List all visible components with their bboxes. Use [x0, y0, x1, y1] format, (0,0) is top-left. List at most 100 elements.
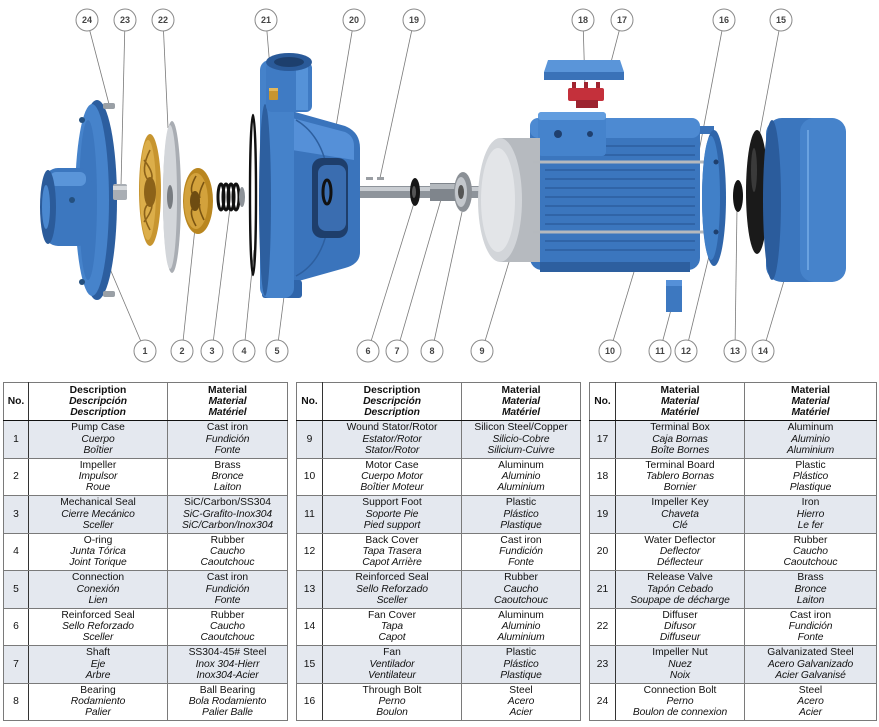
- text-english: Plastic: [505, 647, 537, 659]
- text-english: Cast iron: [789, 609, 832, 621]
- callout-2: 2: [170, 339, 194, 363]
- text-spanish: Plástico: [792, 471, 829, 483]
- part-number: 14: [296, 607, 323, 646]
- part-number: 24: [589, 682, 616, 721]
- text-english: Motor Case: [365, 459, 419, 471]
- part-number: 6: [3, 607, 29, 646]
- text-english: Aluminum: [498, 459, 544, 471]
- text-spanish: Caucho: [210, 621, 245, 633]
- text-english: Plastic: [795, 459, 826, 471]
- text-english: Rubber: [210, 534, 245, 546]
- text-english: Material: [791, 384, 830, 396]
- text-english: Brass: [214, 459, 241, 471]
- part-number: 21: [589, 570, 616, 609]
- callout-3: 3: [200, 339, 224, 363]
- callout-circle: [170, 339, 194, 363]
- leader-line-16: [696, 19, 725, 163]
- callout-circle: [75, 8, 99, 32]
- text-spanish: Aluminio: [791, 433, 830, 445]
- text-french: Plastique: [500, 669, 542, 681]
- callout-circle: [598, 339, 622, 363]
- text-french: Aluminium: [497, 482, 545, 494]
- callout-number: 12: [681, 346, 691, 356]
- rear-seal-part: [733, 180, 743, 212]
- text-spanish: Silicio-Cobre: [492, 433, 550, 445]
- callout-number: 20: [349, 15, 359, 25]
- through-bolt-part: [533, 160, 722, 234]
- text-spanish: Tapón Cebado: [647, 583, 713, 595]
- part-number: 9: [296, 420, 323, 459]
- text-english: Steel: [509, 684, 533, 696]
- header-no: No.: [296, 382, 323, 421]
- text-french: SiC/Carbon/Inox304: [182, 519, 273, 531]
- text-english: Rubber: [504, 572, 538, 584]
- back-cover-part: [700, 126, 726, 266]
- callout-19: 19: [402, 8, 426, 32]
- text-spanish: Material: [501, 395, 541, 407]
- callout-circle: [470, 339, 494, 363]
- leader-line-13: [734, 207, 738, 352]
- callout-circle: [712, 8, 736, 32]
- text-spanish: Conexión: [76, 583, 120, 595]
- callout-number: 10: [605, 346, 615, 356]
- text-english: SS304-45# Steel: [188, 647, 267, 659]
- text-french: Acier: [799, 707, 822, 719]
- callout-23: 23: [113, 8, 137, 32]
- impeller-back-part: [139, 134, 161, 246]
- text-french: Clé: [672, 519, 688, 531]
- callout-10: 10: [598, 339, 622, 363]
- text-french: Fonte: [214, 444, 241, 456]
- text-french: Boulon de connexion: [632, 707, 728, 719]
- support-foot-part: [666, 280, 682, 312]
- text-english: Aluminum: [787, 422, 834, 434]
- leader-line-6: [367, 202, 415, 352]
- text-french: Fonte: [508, 557, 534, 569]
- callout-7: 7: [385, 339, 409, 363]
- text-french: Laiton: [796, 594, 825, 606]
- terminal-box-part: [544, 60, 624, 80]
- part-number: 23: [589, 645, 616, 684]
- text-french: Pied support: [363, 519, 421, 531]
- text-spanish: Inox 304-Hierr: [195, 658, 260, 670]
- callout-11: 11: [648, 339, 672, 363]
- text-french: Boîtier: [83, 444, 113, 456]
- text-french: Silicium-Cuivre: [487, 444, 555, 456]
- callout-4: 4: [232, 339, 256, 363]
- diffuser-part: [163, 121, 181, 273]
- text-english: Material: [208, 384, 247, 396]
- text-english: Description: [69, 384, 127, 396]
- part-number: 4: [3, 532, 29, 571]
- text-english: Connection Bolt: [643, 684, 717, 696]
- text-english: Pump Case: [71, 422, 125, 434]
- text-english: Galvanizated Steel: [767, 647, 854, 659]
- text-spanish: Junta Tórica: [70, 546, 126, 558]
- text-spanish: Hierro: [796, 508, 825, 520]
- text-english: Cast iron: [206, 572, 249, 584]
- callout-number: 1: [142, 346, 147, 356]
- text-spanish: Plástico: [503, 658, 539, 670]
- callout-circle: [133, 339, 157, 363]
- text-french: Inox304-Acier: [196, 669, 259, 681]
- text-english: Reinforced Seal: [355, 572, 429, 584]
